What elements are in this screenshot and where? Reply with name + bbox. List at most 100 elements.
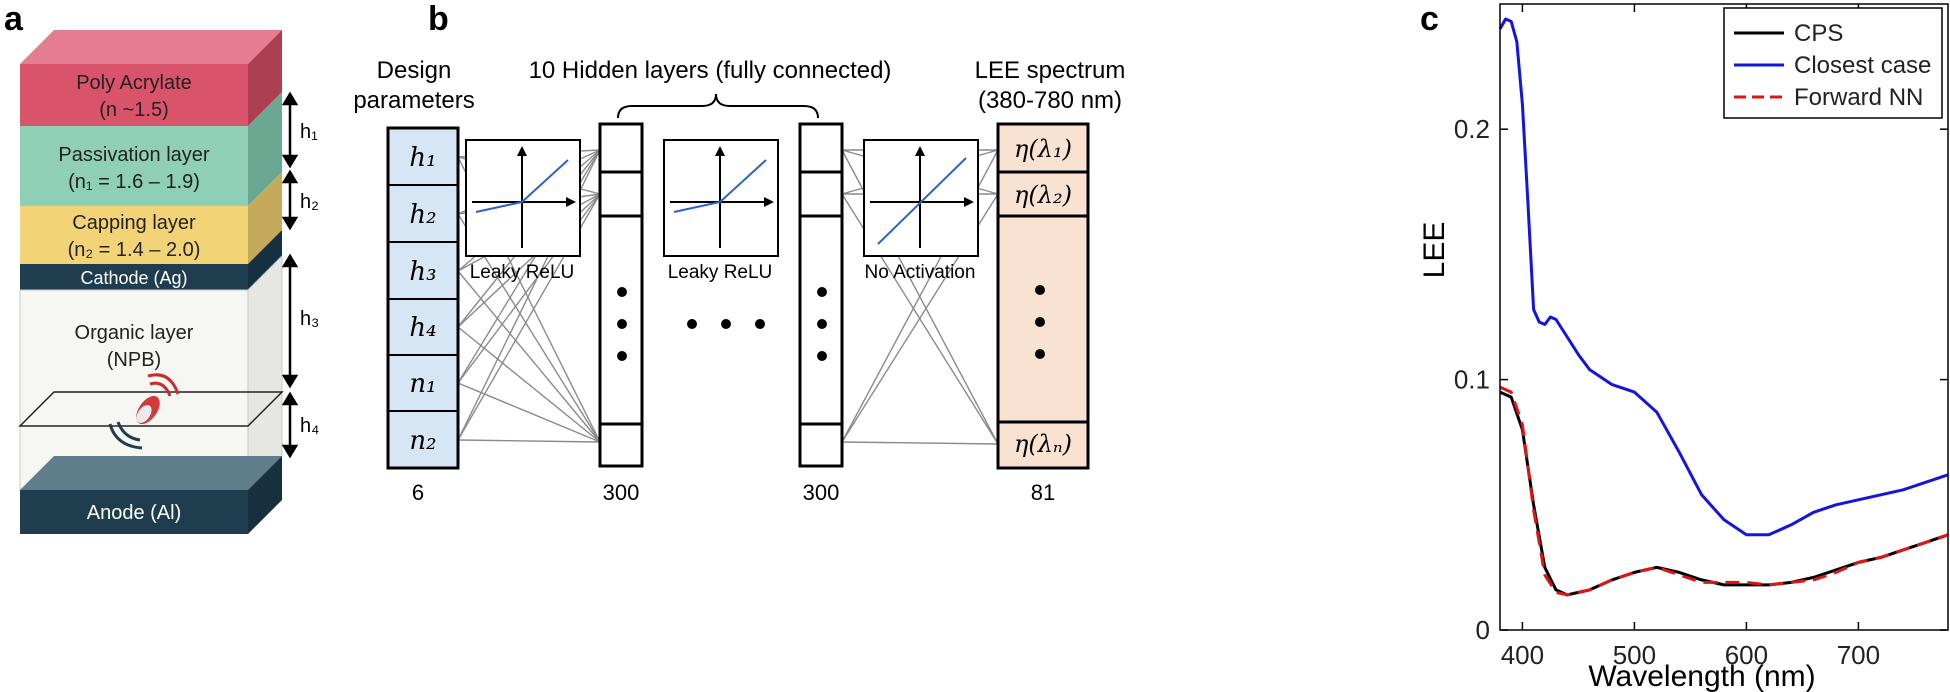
emission-wave-icon	[147, 373, 180, 395]
connection-line	[841, 441, 999, 445]
layer-poly-name: Poly Acrylate	[76, 72, 192, 94]
activation-plot-3	[863, 139, 979, 257]
dipole-emitter-core-icon	[136, 405, 152, 423]
input-node-h4: h₄	[409, 313, 436, 343]
emission-wave-icon	[116, 421, 141, 442]
layer-size-hidden-10: 300	[803, 480, 840, 505]
activation-label-2: Leaky ReLU	[668, 262, 773, 283]
layer-passivation-index: (n₁ = 1.6 – 1.9)	[68, 171, 200, 193]
hidden-layers-brace	[617, 93, 819, 119]
output-node-1: η(λ₁)	[1014, 135, 1072, 163]
layer-organic-name: Organic layer	[75, 322, 194, 344]
input-node-n1: n₁	[409, 369, 436, 399]
panel-b-label: b	[428, 0, 449, 38]
y-tick-label: 0.2	[1454, 114, 1490, 144]
x-axis-label: Wavelength (nm)	[1588, 660, 1815, 692]
activation-plot-1	[465, 139, 581, 257]
connection-line	[457, 326, 601, 443]
y-tick-label: 0	[1476, 615, 1490, 645]
emission-wave-icon	[108, 423, 143, 450]
anode-front	[20, 490, 248, 534]
layer-size-input: 6	[412, 480, 424, 505]
input-title-line2: parameters	[353, 87, 474, 114]
series-line-closest-case	[1498, 17, 1949, 537]
legend-entry: Forward NN	[1794, 84, 1923, 111]
ellipsis-dot	[617, 351, 627, 361]
input-node-h2: h₂	[409, 200, 436, 230]
y-axis-label: LEE	[1420, 222, 1451, 279]
poly-acrylate-top	[20, 30, 282, 64]
hidden-title: 10 Hidden layers (fully connected)	[529, 57, 892, 84]
layer-size-output: 81	[1031, 480, 1055, 505]
output-title-line2: (380-780 nm)	[978, 87, 1122, 114]
input-node-n2: n₂	[409, 426, 436, 456]
passivation-front	[20, 126, 248, 206]
ellipsis-dot	[1035, 349, 1045, 359]
series-line-forward-nn	[1499, 385, 1949, 597]
activation-label-3: No Activation	[865, 262, 976, 283]
layer-size-hidden-1: 300	[603, 480, 640, 505]
cathode-side	[248, 230, 282, 290]
layer-cathode-name: Cathode (Ag)	[80, 268, 187, 288]
organic-side	[247, 254, 283, 492]
layer-passivation-name: Passivation layer	[58, 144, 210, 166]
ellipsis-dot	[1035, 285, 1045, 295]
panel-c-label: c	[1420, 0, 1439, 38]
dim-label-h3: h₃	[300, 308, 319, 330]
ellipsis-dot	[755, 319, 765, 329]
hidden-layer-1	[598, 122, 644, 468]
legend-box	[1723, 7, 1943, 119]
ellipsis-dot	[817, 319, 827, 329]
legend-entry: Closest case	[1794, 52, 1931, 79]
layer-organic-material: (NPB)	[107, 349, 161, 371]
capping-front	[20, 206, 248, 264]
passivation-side	[248, 92, 282, 206]
ellipsis-dot	[817, 351, 827, 361]
ellipsis-dot	[617, 319, 627, 329]
ellipsis-dot	[687, 319, 697, 329]
poly-acrylate-side	[248, 30, 282, 126]
connection-line	[457, 439, 601, 443]
x-tick-label: 700	[1837, 640, 1880, 670]
emission-wave-icon	[149, 381, 172, 397]
ellipsis-dot	[1035, 317, 1045, 327]
emitter-plane	[18, 391, 284, 427]
dim-label-h1: h₁	[300, 121, 318, 143]
legend-entry: CPS	[1794, 20, 1843, 47]
input-title-line1: Design	[377, 57, 452, 84]
plot-frame	[1499, 3, 1949, 631]
layer-capping-name: Capping layer	[72, 212, 196, 234]
y-tick-label: 0.1	[1454, 365, 1490, 395]
input-node-h1: h₁	[409, 143, 436, 173]
panel-a-label: a	[4, 0, 24, 38]
input-nodes: h₁ h₂ h₃ h₄ n₁ n₂	[386, 126, 460, 470]
output-layer	[996, 122, 1090, 470]
x-tick-label: 400	[1501, 640, 1544, 670]
dim-label-h4: h₄	[300, 415, 319, 437]
ellipsis-dot	[817, 287, 827, 297]
capping-side	[248, 172, 282, 264]
output-node-2: η(λ₂)	[1014, 181, 1072, 209]
output-node-n: η(λₙ)	[1014, 430, 1072, 458]
panel-a-layer-stack: a Poly Acrylate (n ~1.5) Passivation lay…	[4, 0, 319, 534]
x-tick-label: 500	[1613, 640, 1656, 670]
ellipsis-dot	[617, 287, 627, 297]
connection-line	[457, 382, 601, 443]
activation-plot-2	[663, 139, 779, 257]
connection-line	[457, 270, 601, 443]
panel-b-network: b Design parameters 10 Hidden layers (fu…	[353, 0, 1126, 505]
panel-c-chart: c LEE Wavelength (nm) 400 500 600 700 0 0.1 0.…	[1420, 0, 1949, 692]
anode-side	[248, 456, 282, 534]
poly-acrylate-front	[20, 64, 248, 126]
layer-anode-name: Anode (Al)	[87, 502, 182, 524]
anode-top	[20, 456, 282, 490]
cathode-front	[20, 264, 248, 290]
ellipsis-dot	[721, 319, 731, 329]
layer-capping-index: (n₂ = 1.4 – 2.0)	[68, 239, 201, 261]
dim-label-h2: h₂	[300, 191, 319, 213]
input-node-h3: h₃	[409, 257, 436, 287]
layer-poly-index: (n ~1.5)	[99, 99, 168, 121]
activation-label-1: Leaky ReLU	[470, 262, 575, 283]
x-tick-label: 600	[1725, 640, 1768, 670]
output-title-line1: LEE spectrum	[975, 57, 1126, 84]
